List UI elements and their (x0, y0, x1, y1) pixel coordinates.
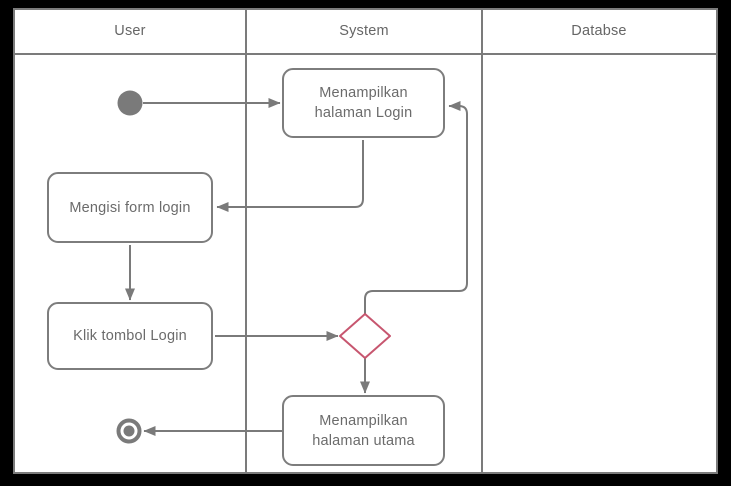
action-fill-login-form: Mengisi form login (47, 172, 213, 243)
action-show-main-page-line2: halaman utama (312, 432, 415, 449)
lane-header-user: User (15, 9, 245, 53)
lane-header-database-label: Databse (571, 23, 627, 39)
action-show-login-page-line1: Menampilkan (319, 85, 408, 101)
header-separator-line (14, 53, 717, 55)
lane-divider-system-database (481, 9, 483, 472)
action-fill-login-form-label: Mengisi form login (69, 199, 191, 216)
action-click-login-button: Klik tombol Login (47, 302, 213, 370)
lane-header-system-label: System (339, 23, 389, 39)
action-show-main-page-line1: Menampilkan (319, 412, 408, 429)
lane-header-user-label: User (114, 23, 146, 39)
action-show-main-page: Menampilkan halaman utama (282, 395, 445, 466)
lane-header-database: Databse (483, 9, 715, 53)
action-click-login-button-label: Klik tombol Login (73, 328, 187, 344)
lane-divider-user-system (245, 9, 247, 472)
lane-header-system: System (247, 9, 481, 53)
action-show-login-page-line2: halaman Login (314, 105, 413, 121)
action-show-login-page: Menampilkan halaman Login (282, 68, 445, 138)
